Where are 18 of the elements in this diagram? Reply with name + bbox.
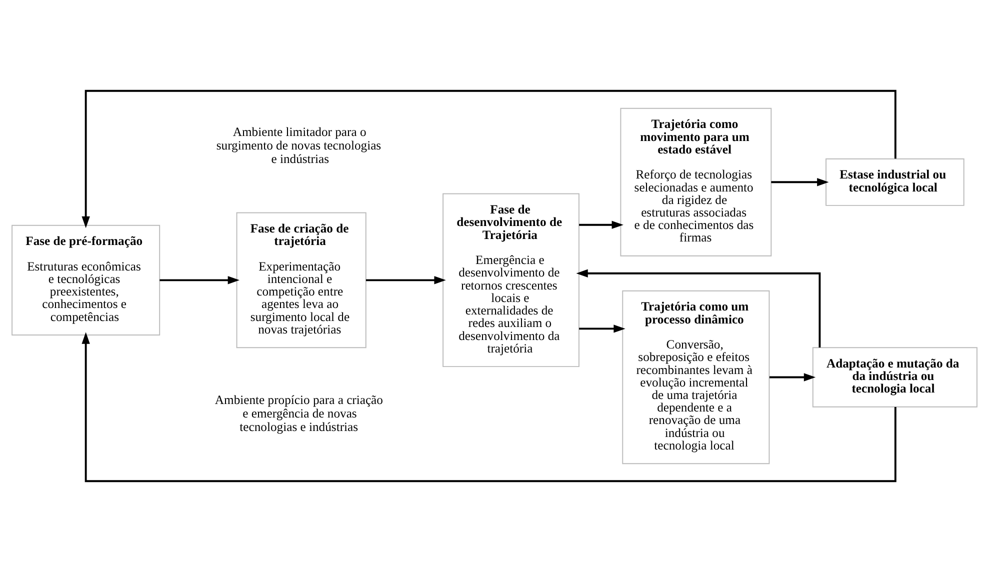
arrow (579, 220, 624, 229)
arrow (771, 178, 829, 186)
label: Ambiente limitador para o surgimento de novas tecnologias e indústrias (216, 124, 382, 166)
node-box: Estase industrial ou tecnológica local (826, 158, 964, 206)
node-box: Fase de criação de trajetória Experimentação intencional e competição entre agentes leva ao surgimento local de novas trajetórias (236, 212, 366, 348)
arrow (82, 90, 896, 228)
arrow (366, 276, 446, 284)
node-box: Fase de desenvolvimento de Trajetória Emergência e desenvolvimento de retornos crescentes locais e externalidades de redes auxiliam o desenvolvimento da trajetória (442, 193, 580, 368)
node-box: Fase de pré-formação Estruturas econômicas e tecnológicas preexistentes, conhecimentos e competências (12, 224, 160, 336)
arrow (769, 373, 816, 382)
label: Ambiente propício para a criação e emergência de novas tecnologias e indústrias (214, 392, 383, 434)
arrow (579, 324, 626, 333)
arrow (160, 276, 240, 284)
arrow (82, 332, 896, 482)
arrow (576, 269, 821, 348)
node-box: Trajetória como um processo dinâmico Conversão, sobreposição e efeitos recombinantes levam à evolução incremental de uma trajetória dependente e a renovação de uma indústria ou tecnologia local (622, 290, 770, 464)
node-box: Adaptação e mutação da da indústria ou tecnologia local (812, 347, 978, 408)
node-box: Trajetória como movimento para um estado estável Reforço de tecnologias selecionadas e aumento da rigidez de estruturas associadas e de conhecimentos das firmas (620, 108, 772, 256)
